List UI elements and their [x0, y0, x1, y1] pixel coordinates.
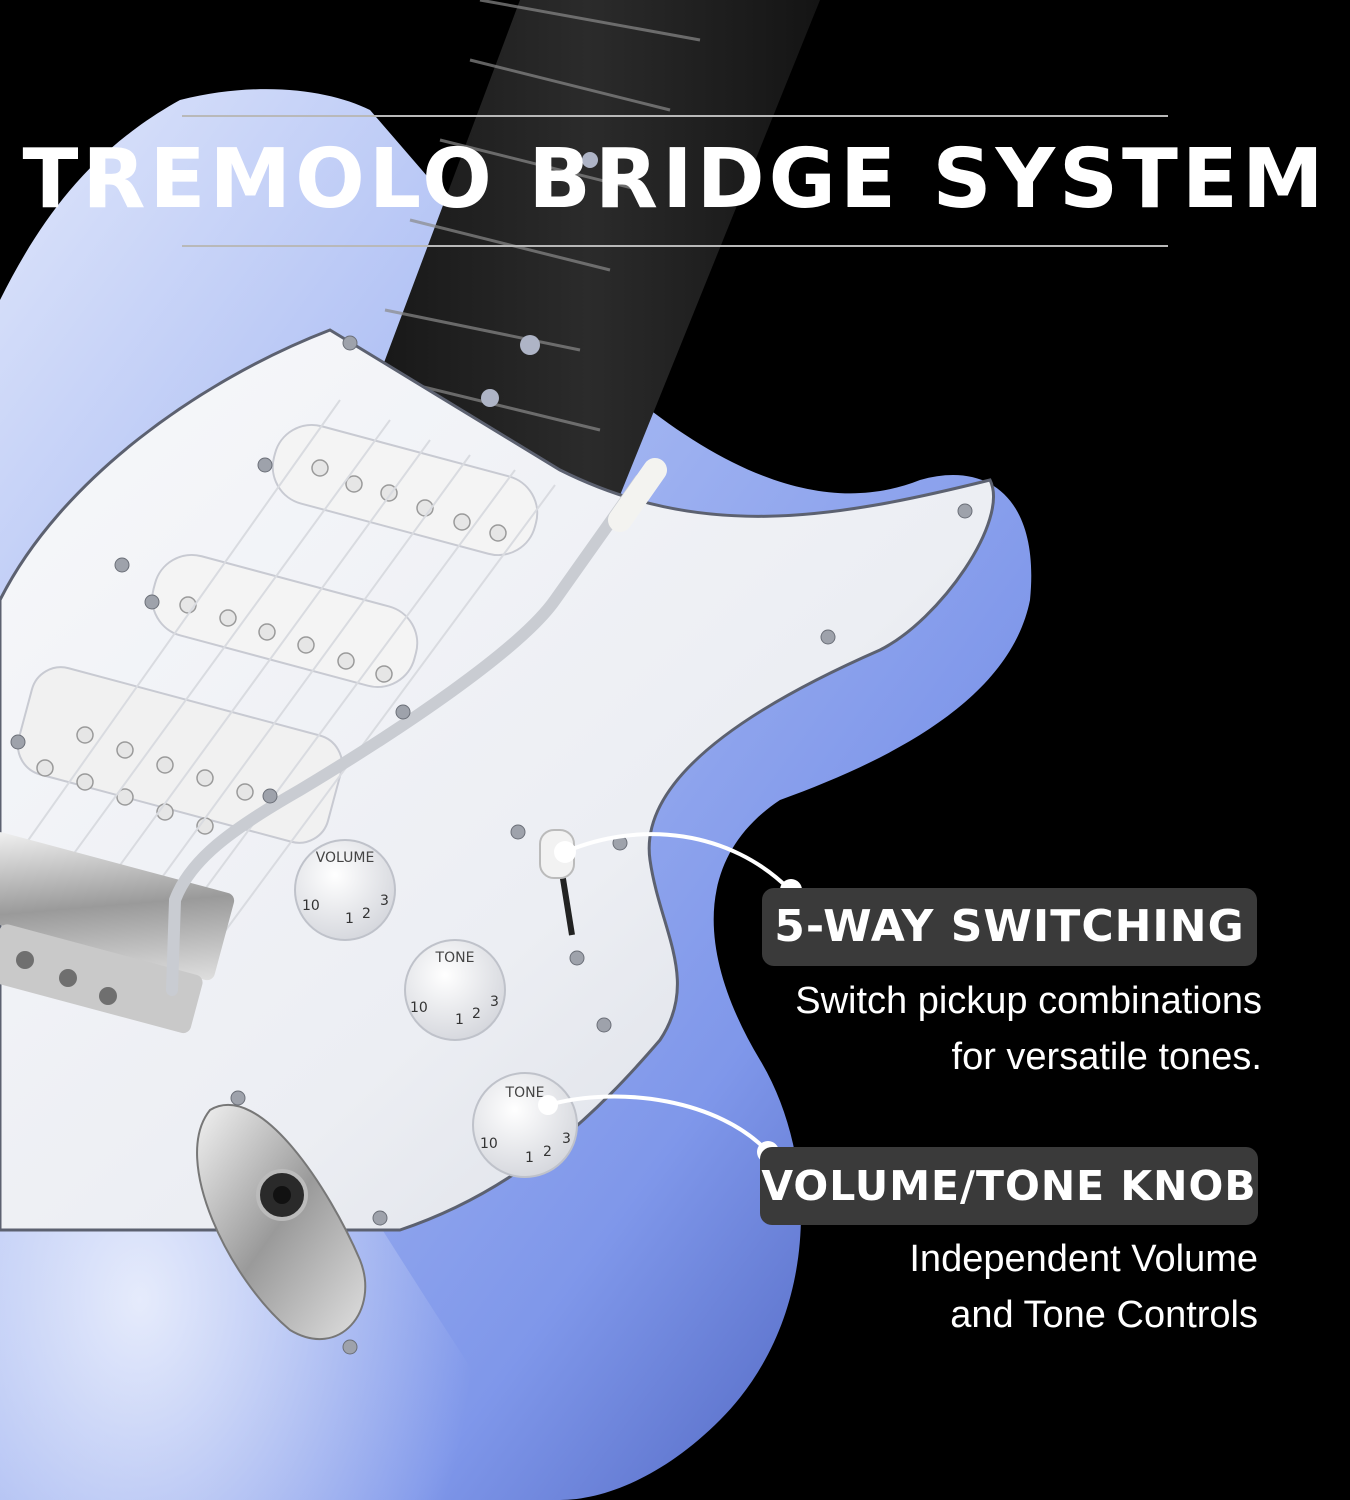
feature-description-line: Switch pickup combinations — [795, 980, 1262, 1022]
svg-text:2: 2 — [543, 1144, 552, 1160]
svg-text:10: 10 — [480, 1136, 498, 1152]
feature-heading-switching: 5-WAY SWITCHING — [762, 888, 1257, 966]
tone-knob-1: TONE 10 1 2 3 — [404, 939, 506, 1041]
svg-text:3: 3 — [562, 1131, 571, 1147]
svg-text:VOLUME: VOLUME — [316, 850, 375, 866]
svg-text:3: 3 — [380, 893, 389, 909]
title-rule-bottom — [182, 245, 1168, 247]
title-rule-top — [182, 115, 1168, 117]
feature-description-line: for versatile tones. — [951, 1036, 1262, 1078]
page-title: TREMOLO BRIDGE SYSTEM — [22, 132, 1328, 227]
svg-text:1: 1 — [455, 1012, 464, 1028]
feature-description-knob: Independent Volume and Tone Controls — [758, 1231, 1258, 1343]
tremolo-arm — [166, 474, 646, 996]
pickguard — [0, 328, 995, 1232]
fretboard — [355, 0, 820, 520]
svg-text:TONE: TONE — [435, 950, 475, 966]
svg-text:1: 1 — [345, 911, 354, 927]
feature-description-line: Independent Volume — [909, 1238, 1258, 1280]
svg-text:10: 10 — [302, 898, 320, 914]
volume-knob: VOLUME 10 1 2 3 — [294, 839, 396, 941]
svg-text:2: 2 — [472, 1006, 481, 1022]
tone-knob-2: TONE 10 1 2 3 — [472, 1072, 578, 1178]
svg-text:10: 10 — [410, 1000, 428, 1016]
svg-text:TONE: TONE — [505, 1085, 545, 1101]
feature-description-line: and Tone Controls — [950, 1294, 1258, 1336]
feature-heading-knob: VOLUME/TONE KNOB — [760, 1147, 1258, 1225]
svg-text:1: 1 — [525, 1150, 534, 1166]
callout-lines — [547, 832, 792, 1154]
svg-text:2: 2 — [362, 906, 371, 922]
svg-text:3: 3 — [490, 994, 499, 1010]
output-jack — [196, 1103, 367, 1341]
feature-description-switching: Switch pickup combinations for versatile… — [642, 973, 1262, 1085]
